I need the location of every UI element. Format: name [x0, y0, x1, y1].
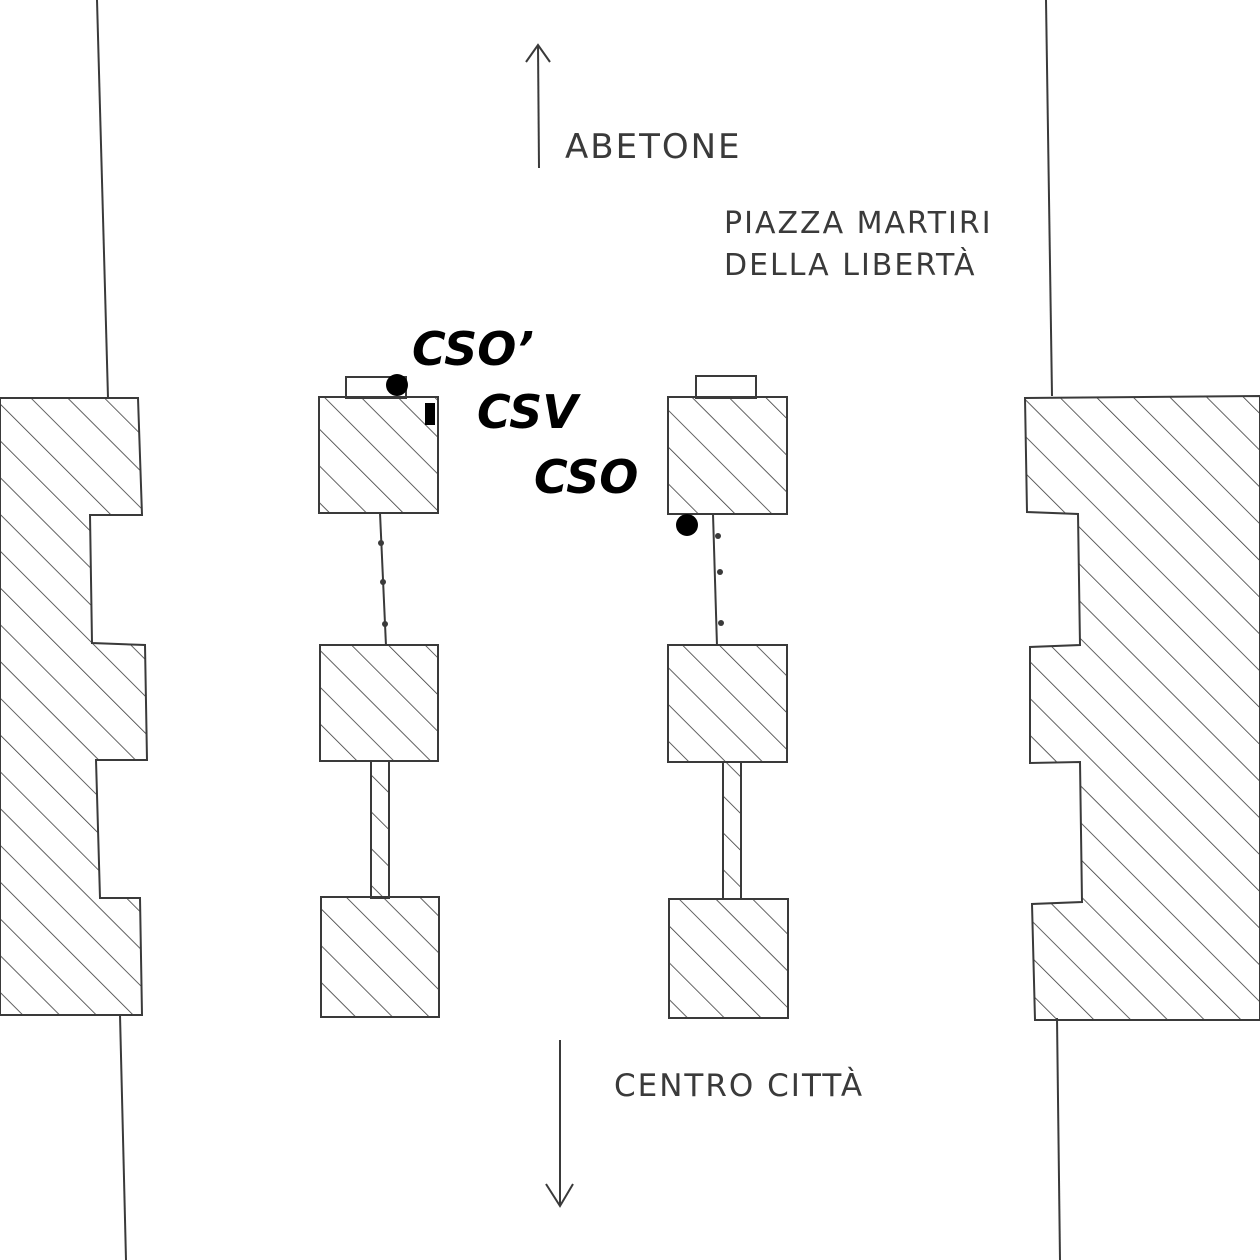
- rail-right-upper: [712, 513, 718, 647]
- pillar-left-2: [319, 644, 439, 762]
- csv-point: [425, 403, 435, 425]
- pillar-right-2: [667, 644, 788, 763]
- street-edge-right-upper: [1045, 0, 1053, 397]
- left-building: [0, 397, 149, 1016]
- street-edge-left-lower: [119, 1014, 127, 1260]
- square-name-line2: DELLA LIBERTÀ: [724, 247, 977, 283]
- cso-label: CSO: [534, 450, 638, 504]
- pillar-left-3: [320, 896, 440, 1018]
- street-edge-left-upper: [96, 0, 109, 399]
- wall-right-thin: [722, 761, 742, 900]
- north-arrow-shaft: [537, 44, 540, 169]
- south-arrow-head: [545, 1183, 574, 1208]
- csv-label: CSV: [477, 385, 581, 439]
- right-building: [1023, 394, 1260, 1021]
- north-arrow-head: [525, 43, 551, 63]
- pillar-right-3: [668, 898, 789, 1019]
- square-name-line1: PIAZZA MARTIRI: [724, 206, 993, 241]
- pillar-right-cap: [695, 375, 757, 399]
- rail-dots: [378, 533, 724, 627]
- north-direction-label: ABETONE: [565, 127, 742, 167]
- wall-left-thin: [370, 760, 390, 899]
- street-edge-right-lower: [1056, 1017, 1061, 1260]
- cso-prime-point: [386, 374, 408, 396]
- cso-point: [676, 514, 698, 536]
- south-direction-label: CENTRO CITTÀ: [614, 1068, 864, 1104]
- pillar-right-1: [667, 396, 788, 515]
- cso-prime-label: CSO’: [412, 322, 534, 376]
- pillar-left-1: [318, 396, 439, 514]
